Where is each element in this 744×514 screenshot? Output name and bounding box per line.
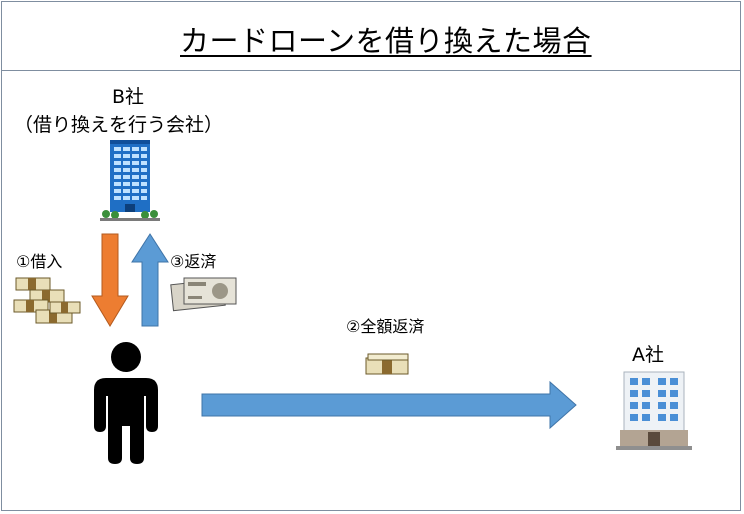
person-icon bbox=[94, 342, 158, 464]
blue-building-icon bbox=[100, 140, 160, 221]
step-borrow-label: ①借入 bbox=[16, 252, 63, 271]
borrow-arrow bbox=[91, 233, 129, 327]
title-bar: カードローンを借り換えた場合 bbox=[2, 2, 740, 71]
building-icon bbox=[616, 371, 692, 450]
company-b-subtitle: （借り換えを行う会社） bbox=[14, 114, 224, 136]
money-stack-icon bbox=[13, 277, 81, 324]
page-title: カードローンを借り換えた場合 bbox=[180, 24, 592, 58]
money-bundle-icon bbox=[365, 353, 409, 375]
repay-arrow bbox=[131, 233, 169, 327]
step-repay-label: ③返済 bbox=[170, 252, 217, 271]
full-repay-arrow bbox=[201, 380, 577, 430]
banknotes-icon bbox=[170, 277, 237, 312]
step-full-repay-label: ②全額返済 bbox=[346, 317, 425, 336]
company-b-label: B社 bbox=[112, 86, 145, 108]
company-a-label: A社 bbox=[632, 344, 664, 366]
